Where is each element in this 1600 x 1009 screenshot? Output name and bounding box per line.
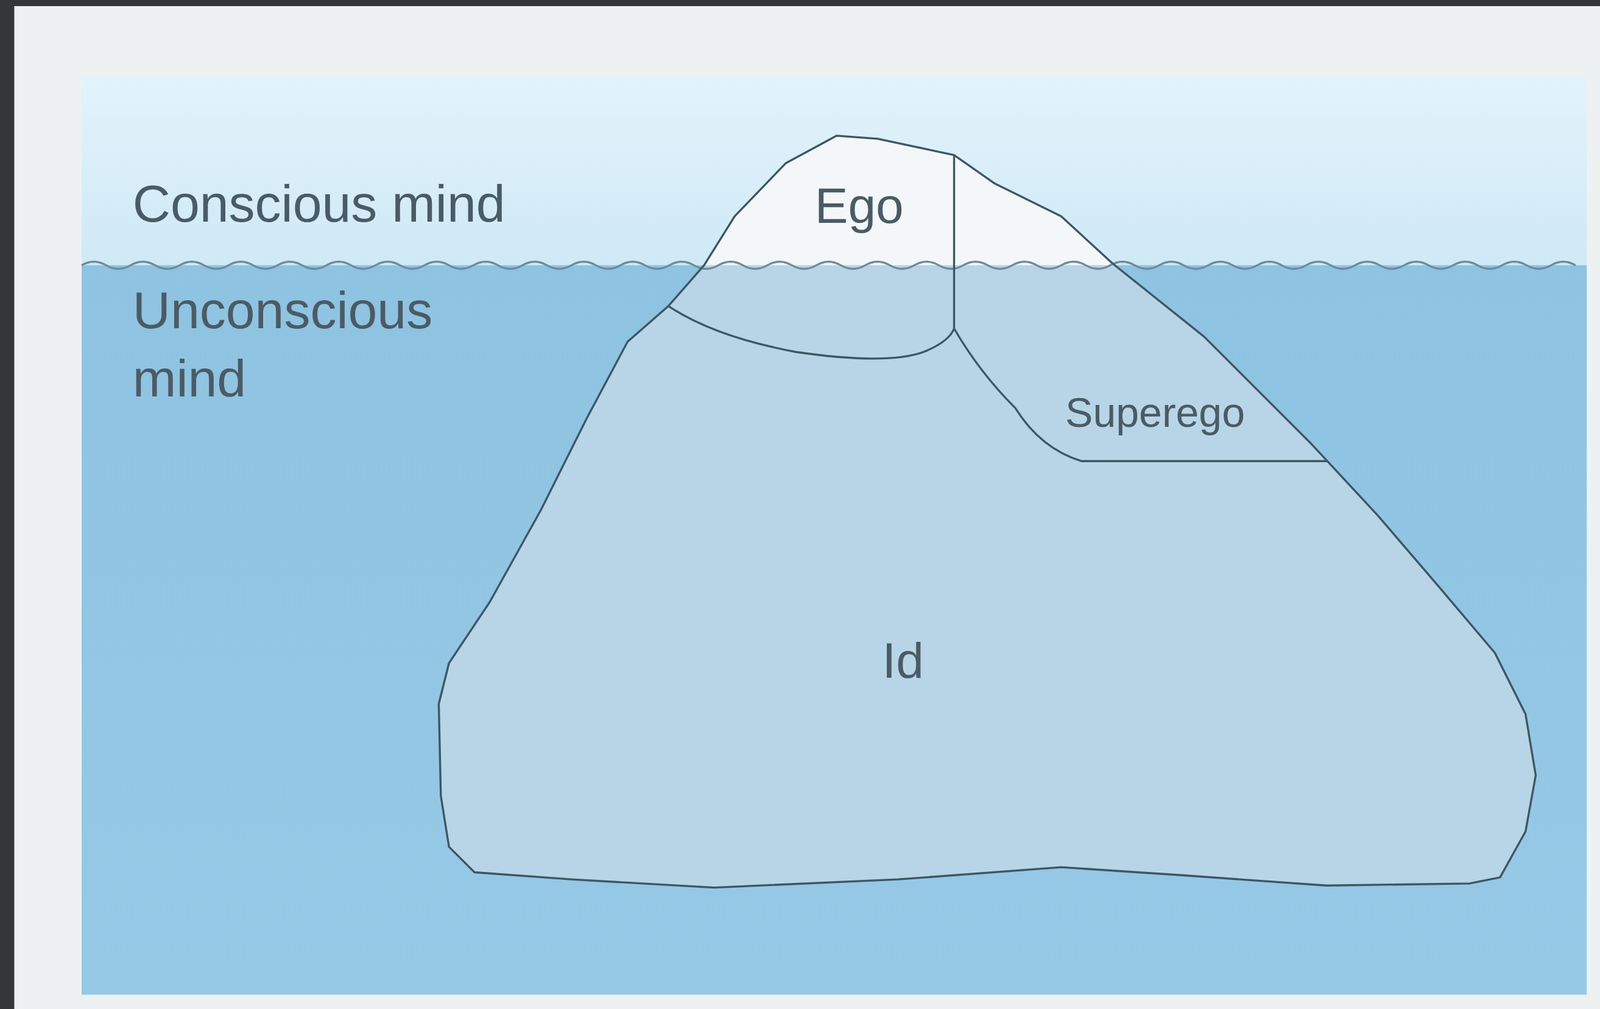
ego-boundary <box>668 306 954 359</box>
water-line <box>81 261 1576 270</box>
region-label: Superego <box>1065 385 1245 440</box>
mind-level-label: Conscious mind <box>132 169 506 239</box>
iceberg-body <box>438 135 1536 889</box>
region-label: Id <box>882 628 924 694</box>
mind-level-label: Unconscious mind <box>132 276 521 413</box>
iceberg-tip <box>438 135 1536 266</box>
region-label: Ego <box>814 173 904 239</box>
superego-boundary <box>953 328 1328 462</box>
iceberg-outline <box>438 135 1536 889</box>
frame-panel <box>14 6 1600 1009</box>
ego-superego-divider <box>953 155 956 329</box>
